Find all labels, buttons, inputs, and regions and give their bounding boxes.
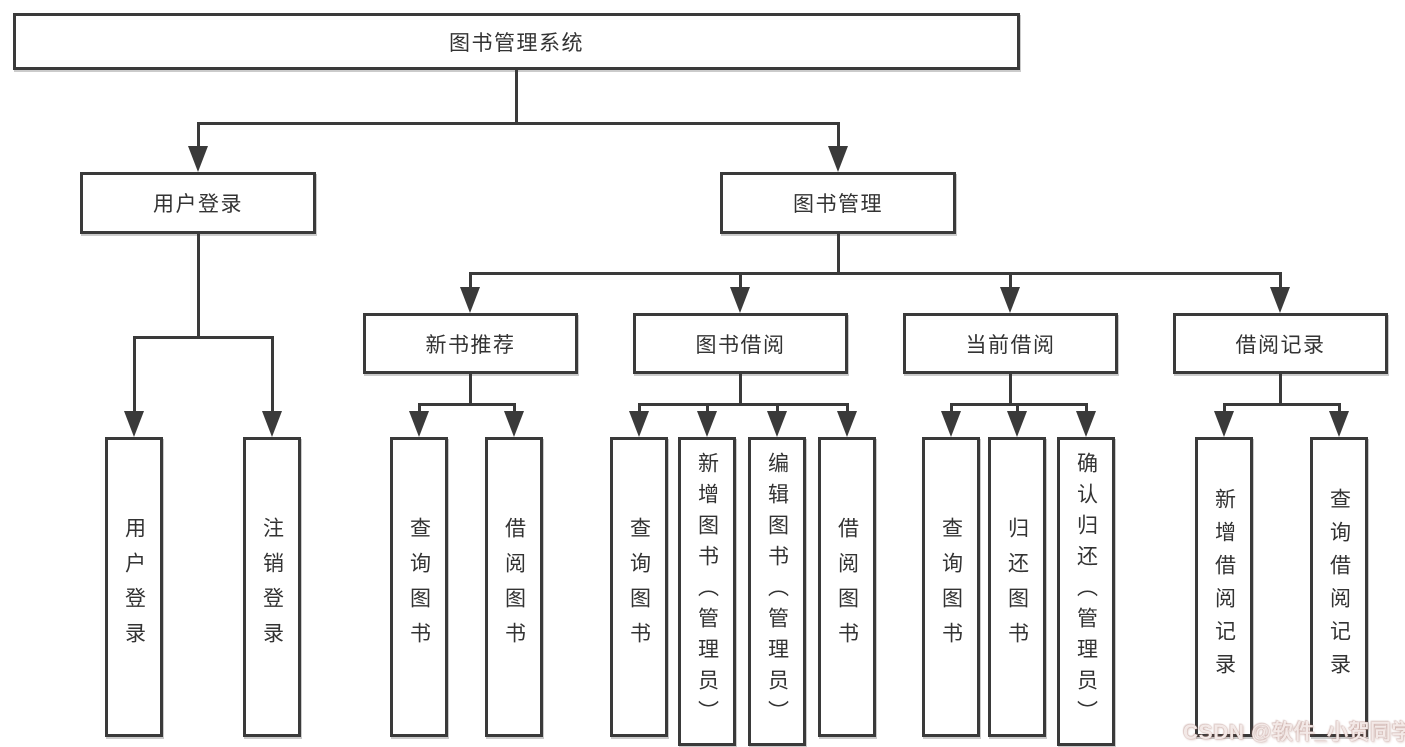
node-borrow-records: 借阅记录 xyxy=(1173,313,1388,374)
arrow-down-icon xyxy=(409,411,429,437)
arrow-down-icon xyxy=(941,411,961,437)
node-label: 图书借阅 xyxy=(695,333,786,357)
arrow-down-icon xyxy=(1000,287,1020,313)
node-confirm-return-admin: 确认归还（管理员） xyxy=(1057,437,1115,746)
node-label: 图书管理 xyxy=(793,193,883,216)
arrow-down-icon xyxy=(460,287,480,313)
arrow-down-icon xyxy=(1076,411,1096,437)
node-label: 新增借阅记录 xyxy=(1212,488,1236,686)
node-label: 用户登录 xyxy=(153,193,243,216)
connector-line xyxy=(776,403,779,416)
arrow-down-icon xyxy=(262,411,282,437)
connector-line xyxy=(739,272,742,290)
arrow-down-icon xyxy=(1270,287,1290,313)
connector-line xyxy=(469,272,1282,275)
connector-line xyxy=(1009,272,1012,290)
node-label: 用户登录 xyxy=(122,517,146,657)
node-label: 确认归还（管理员） xyxy=(1074,452,1098,731)
node-label: 查询借阅记录 xyxy=(1327,488,1351,686)
connector-line xyxy=(1338,403,1341,416)
connector-line xyxy=(739,374,742,406)
connector-line xyxy=(1016,403,1019,416)
node-label: 借阅图书 xyxy=(502,517,526,657)
node-label: 图书管理系统 xyxy=(449,31,584,55)
arrow-down-icon xyxy=(828,146,848,172)
arrow-down-icon xyxy=(1214,411,1234,437)
connector-line xyxy=(469,272,472,290)
arrow-down-icon xyxy=(124,411,144,437)
node-edit-books-admin: 编辑图书（管理员） xyxy=(748,437,806,746)
arrow-down-icon xyxy=(504,411,524,437)
node-label: 当前借阅 xyxy=(965,333,1056,357)
node-label: 新增图书（管理员） xyxy=(695,452,719,731)
node-label: 注销登录 xyxy=(260,517,284,657)
connector-line xyxy=(133,336,136,416)
node-add-books-admin: 新增图书（管理员） xyxy=(678,437,736,746)
node-return-books: 归还图书 xyxy=(988,437,1046,737)
node-label: 查询图书 xyxy=(627,517,651,657)
connector-line xyxy=(706,403,709,416)
connector-line xyxy=(515,70,518,124)
node-label: 归还图书 xyxy=(1005,517,1029,657)
arrow-down-icon xyxy=(629,411,649,437)
connector-line xyxy=(271,336,274,416)
node-label: 查询图书 xyxy=(939,517,963,657)
connector-line xyxy=(950,403,953,416)
connector-line xyxy=(1009,374,1012,406)
connector-line xyxy=(950,403,1088,406)
node-book-borrow: 图书借阅 xyxy=(633,313,848,374)
node-search-books-recommend: 查询图书 xyxy=(390,437,448,737)
node-label: 编辑图书（管理员） xyxy=(765,452,789,731)
connector-line xyxy=(1085,403,1088,416)
node-current-borrow: 当前借阅 xyxy=(903,313,1118,374)
connector-line xyxy=(1279,374,1282,406)
connector-line xyxy=(197,122,840,125)
node-search-borrow-record: 查询借阅记录 xyxy=(1310,437,1368,737)
node-library-management-system: 图书管理系统 xyxy=(13,13,1020,70)
connector-line xyxy=(133,336,274,339)
node-user-login-leaf: 用户登录 xyxy=(105,437,163,737)
node-book-management: 图书管理 xyxy=(720,172,956,234)
node-borrow-books-leaf: 借阅图书 xyxy=(818,437,876,737)
connector-line xyxy=(418,403,421,416)
node-user-login: 用户登录 xyxy=(80,172,316,234)
connector-line xyxy=(197,234,200,339)
node-logout: 注销登录 xyxy=(243,437,301,737)
arrow-down-icon xyxy=(1329,411,1349,437)
connector-line xyxy=(1279,272,1282,290)
node-label: 新书推荐 xyxy=(425,333,516,357)
connector-line xyxy=(638,403,641,416)
node-search-books-borrow: 查询图书 xyxy=(610,437,668,737)
connector-line xyxy=(1223,403,1226,416)
arrow-down-icon xyxy=(697,411,717,437)
connector-line xyxy=(418,403,516,406)
arrow-down-icon xyxy=(730,287,750,313)
node-search-books-current: 查询图书 xyxy=(922,437,980,737)
connector-line xyxy=(469,374,472,406)
connector-line xyxy=(846,403,849,416)
arrow-down-icon xyxy=(1007,411,1027,437)
node-label: 借阅记录 xyxy=(1235,333,1326,357)
arrow-down-icon xyxy=(837,411,857,437)
csdn-watermark: CSDN @软件_小贺同学 xyxy=(1183,721,1405,744)
connector-line xyxy=(1223,403,1341,406)
node-label: 查询图书 xyxy=(407,517,431,657)
node-add-borrow-record: 新增借阅记录 xyxy=(1195,437,1253,737)
connector-line xyxy=(513,403,516,416)
connector-line xyxy=(837,234,840,275)
node-borrow-books-recommend: 借阅图书 xyxy=(485,437,543,737)
connector-line xyxy=(638,403,849,406)
connector-line xyxy=(197,122,200,150)
node-label: 借阅图书 xyxy=(835,517,859,657)
connector-line xyxy=(837,122,840,150)
arrow-down-icon xyxy=(767,411,787,437)
node-new-book-recommend: 新书推荐 xyxy=(363,313,578,374)
arrow-down-icon xyxy=(188,146,208,172)
